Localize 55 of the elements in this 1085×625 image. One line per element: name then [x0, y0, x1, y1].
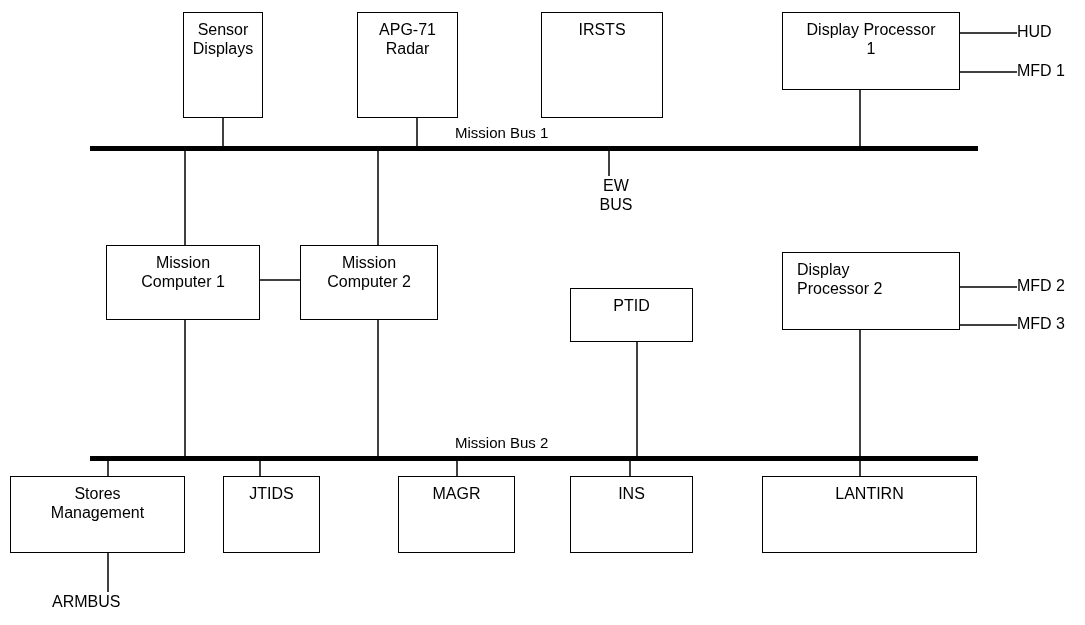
box-label: INS	[617, 484, 646, 504]
connector-line	[184, 150, 186, 246]
box-label: Stores Management	[49, 484, 146, 523]
box-label: Sensor Displays	[191, 20, 255, 59]
process-box	[570, 476, 693, 553]
node-label: EW BUS	[592, 176, 640, 220]
process-box	[782, 12, 960, 90]
box-label: APG-71 Radar	[378, 20, 437, 59]
node-label: HUD	[1017, 22, 1065, 44]
connector-line	[859, 329, 861, 457]
box-label: Display Processor 2	[797, 260, 884, 299]
process-box	[762, 476, 977, 553]
process-box	[106, 245, 260, 320]
connector-line	[959, 71, 1018, 73]
process-box	[782, 252, 960, 330]
bus-label: Mission Bus 1	[455, 124, 549, 141]
process-box	[398, 476, 515, 553]
process-box	[570, 288, 693, 342]
node-label: MFD 1	[1017, 61, 1077, 83]
process-box	[300, 245, 438, 320]
connector-line	[184, 319, 186, 457]
connector-line	[377, 150, 379, 246]
connector-line	[259, 460, 261, 477]
process-box	[10, 476, 185, 553]
box-label: Mission Computer 1	[140, 253, 226, 292]
box-label: Display Processor 1	[805, 20, 937, 59]
node-label: MFD 3	[1017, 314, 1077, 336]
process-box	[357, 12, 458, 118]
process-box	[541, 12, 663, 118]
connector-line	[636, 341, 638, 457]
box-label: LANTIRN	[834, 484, 905, 504]
process-box	[223, 476, 320, 553]
connector-line	[629, 460, 631, 477]
connector-line	[959, 32, 1018, 34]
connector-line	[456, 460, 458, 477]
connector-line	[859, 89, 861, 147]
connector-line	[107, 460, 109, 477]
connector-line	[377, 319, 379, 457]
connector-line	[107, 552, 109, 593]
connector-line	[416, 117, 418, 147]
box-label: PTID	[612, 296, 651, 316]
connector-line	[608, 150, 610, 177]
node-label: ARMBUS	[52, 592, 148, 614]
connector-line	[859, 460, 861, 477]
box-label: MAGR	[431, 484, 482, 504]
node-label: MFD 2	[1017, 276, 1077, 298]
connector-line	[259, 279, 301, 281]
connector-line	[959, 286, 1018, 288]
connector-line	[959, 324, 1018, 326]
box-label: Mission Computer 2	[326, 253, 412, 292]
process-box	[183, 12, 263, 118]
bus-label: Mission Bus 2	[455, 434, 549, 451]
box-label: JTIDS	[248, 484, 295, 504]
box-label: IRSTS	[577, 20, 627, 40]
connector-line	[222, 117, 224, 147]
